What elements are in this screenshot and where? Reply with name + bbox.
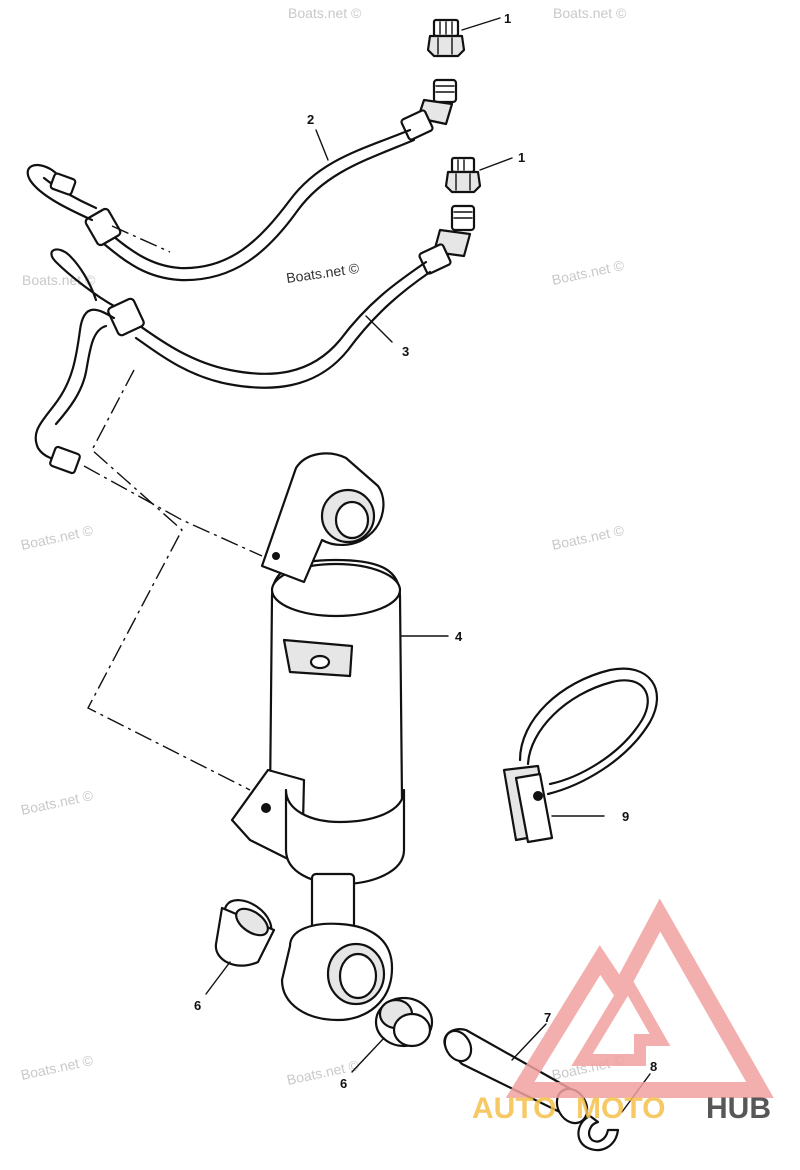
- plug-middle: [444, 156, 482, 194]
- logo-triangle-outer: [505, 898, 774, 1098]
- automotohub-logo: AUTO MOTO HUB: [472, 898, 774, 1125]
- callout-1a: 1: [504, 11, 511, 26]
- callout-4: 4: [455, 629, 463, 644]
- watermark: Boats.net ©: [550, 522, 626, 553]
- watermark: Boats.net ©: [285, 260, 361, 286]
- watermark: Boats.net ©: [550, 257, 626, 288]
- bushing-upper: [214, 899, 276, 967]
- watermark: Boats.net ©: [22, 272, 96, 288]
- hydraulic-line-upper: [26, 78, 458, 282]
- watermark: Boats.net ©: [553, 5, 627, 21]
- callout-8: 8: [650, 1059, 657, 1074]
- trim-cylinder: [230, 452, 449, 1022]
- callout-6b: 6: [340, 1076, 347, 1091]
- watermark: Boats.net ©: [19, 522, 95, 553]
- plug-top: [426, 18, 466, 58]
- callout-1b: 1: [518, 150, 525, 165]
- hydraulic-line-lower: [34, 204, 476, 791]
- tie-strap: [502, 667, 659, 844]
- callout-3: 3: [402, 344, 409, 359]
- logo-triangle-inner: [571, 972, 671, 1066]
- logo-text-hub: HUB: [706, 1092, 771, 1125]
- callout-9: 9: [622, 809, 629, 824]
- callouts: 1 1 2 3 4 6 6 7 8 9: [194, 11, 657, 1091]
- logo-text-moto: MOTO: [576, 1092, 665, 1125]
- watermark: Boats.net ©: [285, 1057, 361, 1088]
- bushing-lower: [374, 996, 434, 1048]
- callout-6a: 6: [194, 998, 201, 1013]
- callout-2: 2: [307, 112, 314, 127]
- logo-text-auto: AUTO: [472, 1092, 556, 1125]
- callout-7: 7: [544, 1010, 551, 1025]
- retaining-ring: [577, 1114, 620, 1152]
- watermark: Boats.net ©: [19, 787, 95, 818]
- watermark: Boats.net ©: [288, 5, 362, 21]
- watermark: Boats.net ©: [19, 1052, 95, 1083]
